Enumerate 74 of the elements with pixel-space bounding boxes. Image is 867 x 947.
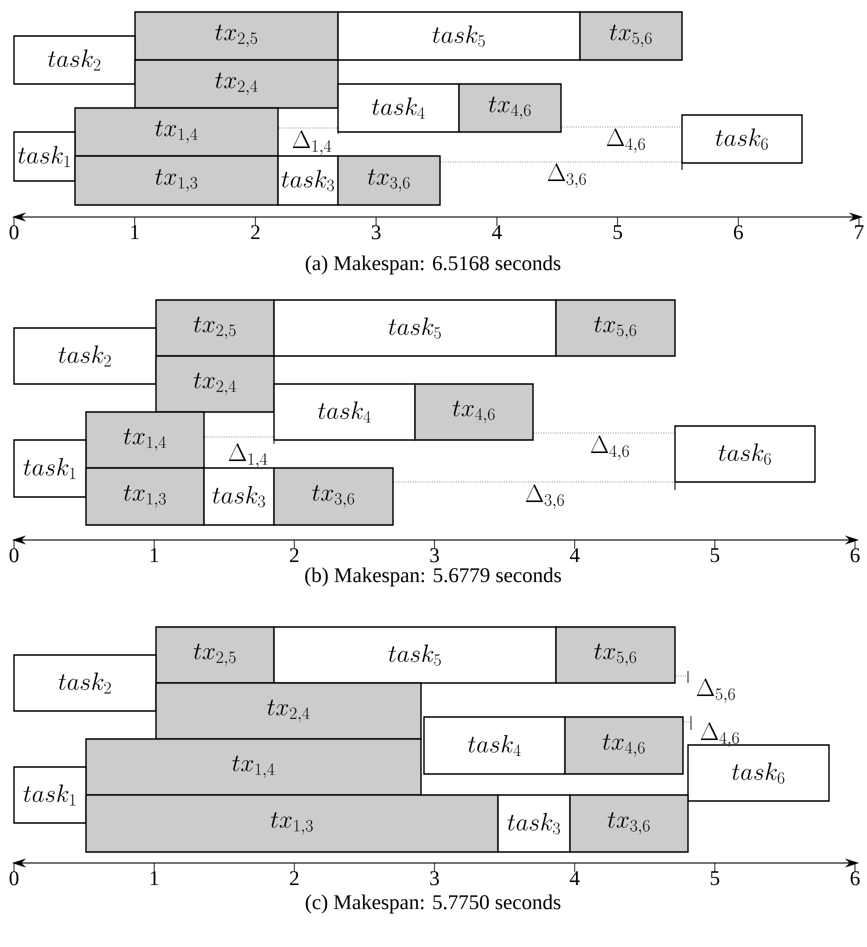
task-box: $task_3$ bbox=[497, 794, 571, 853]
tick-label: 2 bbox=[290, 548, 298, 562]
task-box: $task_4$ bbox=[423, 716, 566, 775]
transfer-box: $tx_{1,4}$ bbox=[85, 411, 205, 469]
transfer-box: $tx_{1,3}$ bbox=[85, 467, 205, 526]
tick-label: 5 bbox=[710, 871, 720, 886]
delay-line bbox=[204, 436, 274, 438]
delay-label: $\Delta_{5,6}$ bbox=[696, 678, 735, 703]
task-box: $task_6$ bbox=[674, 425, 816, 483]
task-box: $task_2$ bbox=[13, 35, 136, 85]
task-box: $task_3$ bbox=[203, 467, 275, 526]
transfer-box: $tx_{5,6}$ bbox=[555, 626, 676, 684]
task-box: $task_5$ bbox=[273, 299, 557, 357]
task-box: $task_5$ bbox=[273, 626, 557, 684]
tick-label: 2 bbox=[290, 871, 298, 886]
caption: (a) Makespan: 6.5168 seconds bbox=[306, 256, 560, 274]
task-box: $task_2$ bbox=[13, 654, 157, 712]
tick-label: 7 bbox=[855, 225, 864, 239]
tick-label: 3 bbox=[372, 225, 380, 240]
tick-label: 6 bbox=[850, 871, 860, 886]
transfer-box: $tx_{2,4}$ bbox=[155, 355, 275, 413]
task-box: $task_5$ bbox=[337, 11, 581, 61]
tick-label: 5 bbox=[614, 225, 622, 240]
task-box: $task_4$ bbox=[273, 383, 416, 441]
delay-line bbox=[533, 432, 675, 434]
transfer-box: $tx_{3,6}$ bbox=[337, 155, 441, 206]
transfer-box: $tx_{1,3}$ bbox=[85, 794, 499, 853]
tick-label: 3 bbox=[430, 548, 439, 562]
delay-label: $\Delta_{3,6}$ bbox=[526, 484, 564, 509]
tick-label: 4 bbox=[492, 225, 502, 239]
transfer-box: $tx_{5,6}$ bbox=[555, 299, 676, 357]
delay-label: $\Delta_{1,4}$ bbox=[228, 443, 268, 468]
delay-label: $\Delta_{1,4}$ bbox=[292, 130, 332, 155]
tick-label: 4 bbox=[570, 548, 580, 562]
transfer-box: $tx_{1,4}$ bbox=[74, 107, 279, 157]
tick-label: 0 bbox=[10, 871, 18, 886]
task-box: $task_6$ bbox=[687, 744, 830, 802]
task-box: $task_2$ bbox=[13, 327, 157, 385]
caption: (b) Makespan: 5.6779 seconds bbox=[305, 568, 561, 586]
tick-label: 3 bbox=[430, 871, 439, 886]
transfer-box: $tx_{2,5}$ bbox=[155, 626, 275, 684]
transfer-box: $tx_{4,6}$ bbox=[458, 83, 562, 133]
delay-label: $\Delta_{4,6}$ bbox=[700, 722, 739, 747]
caption: (c) Makespan: 5.7750 seconds bbox=[306, 894, 560, 914]
tick-label: 6 bbox=[734, 225, 743, 240]
task-box: $task_4$ bbox=[337, 83, 460, 133]
tick-label: 0 bbox=[10, 548, 18, 562]
transfer-box: $tx_{2,5}$ bbox=[134, 11, 339, 61]
transfer-box: $tx_{2,4}$ bbox=[134, 59, 339, 109]
tick-label: 1 bbox=[150, 871, 158, 886]
tick-label: 0 bbox=[10, 225, 18, 240]
task-box: $task_1$ bbox=[13, 439, 87, 498]
tick-label: 4 bbox=[570, 871, 580, 885]
task-box: $task_1$ bbox=[13, 766, 87, 824]
transfer-box: $tx_{4,6}$ bbox=[414, 383, 534, 441]
tick-label: 5 bbox=[710, 548, 720, 562]
transfer-box: $tx_{2,5}$ bbox=[155, 299, 275, 357]
transfer-box: $tx_{1,4}$ bbox=[85, 738, 422, 796]
task-box: $task_3$ bbox=[277, 155, 339, 206]
delay-label: $\Delta_{4,6}$ bbox=[590, 435, 629, 460]
tick-label: 1 bbox=[131, 225, 139, 240]
transfer-box: $tx_{5,6}$ bbox=[579, 11, 683, 61]
tick-label: 1 bbox=[150, 548, 158, 562]
tick-label: 2 bbox=[251, 225, 260, 240]
delay-line bbox=[561, 126, 682, 128]
tick-label: 6 bbox=[850, 548, 860, 562]
transfer-box: $tx_{1,3}$ bbox=[74, 155, 279, 206]
delay-label: $\Delta_{3,6}$ bbox=[548, 163, 586, 188]
transfer-box: $tx_{4,6}$ bbox=[564, 716, 684, 775]
transfer-box: $tx_{3,6}$ bbox=[569, 794, 689, 853]
delay-label: $\Delta_{4,6}$ bbox=[606, 128, 645, 153]
task-box: $task_1$ bbox=[13, 131, 76, 182]
transfer-box: $tx_{3,6}$ bbox=[273, 467, 394, 526]
task-box: $task_6$ bbox=[681, 114, 803, 164]
